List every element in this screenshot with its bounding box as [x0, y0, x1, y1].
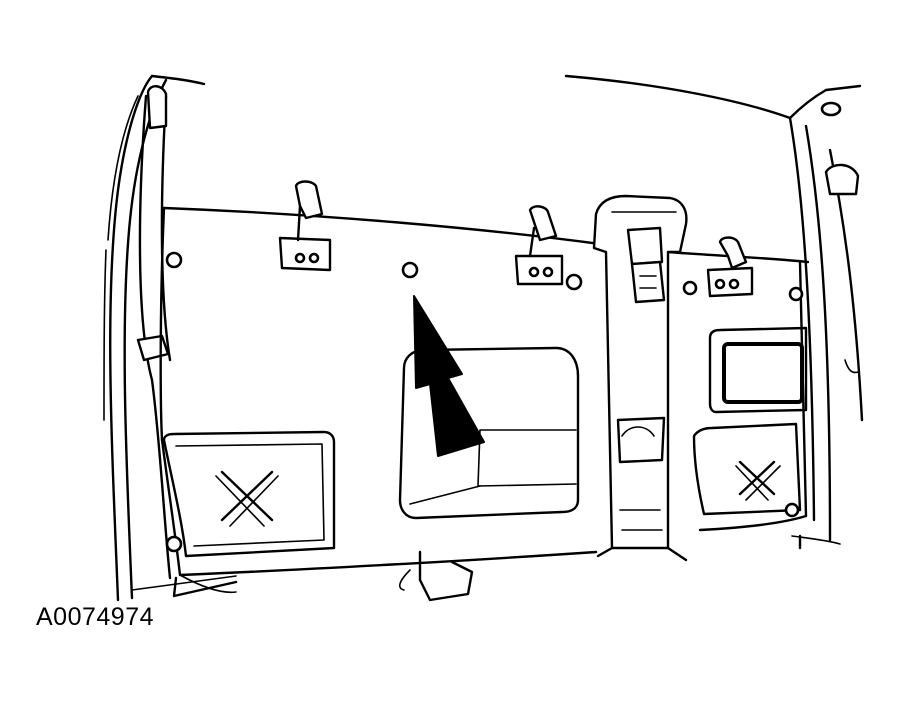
right-pillar-trim: [788, 84, 864, 542]
fastener-holes: [165, 251, 804, 553]
left-pillar-trim: [103, 74, 206, 602]
belt-hook-right: [706, 236, 754, 298]
fastener-hole: [682, 280, 698, 296]
fastener-hole: [401, 261, 419, 279]
belt-hook-left: [278, 180, 332, 272]
left-storage-cover: [162, 430, 336, 558]
right-upper-pocket: [708, 326, 808, 414]
right-storage-cover: [692, 422, 802, 516]
belt-hook-center: [514, 205, 564, 286]
figure-id-label: A0074974: [36, 603, 155, 631]
fastener-hole: [165, 251, 183, 269]
indicator-arrow: [413, 295, 485, 457]
fastener-hole: [165, 535, 183, 553]
center-seat-latch-pillar: [592, 194, 688, 562]
left-seat-belt: [136, 85, 172, 580]
fastener-hole: [788, 286, 804, 302]
headliner-edge: [564, 74, 792, 120]
fastener-hole: [565, 273, 583, 291]
floor-details: [131, 534, 841, 602]
fastener-hole: [784, 502, 800, 518]
